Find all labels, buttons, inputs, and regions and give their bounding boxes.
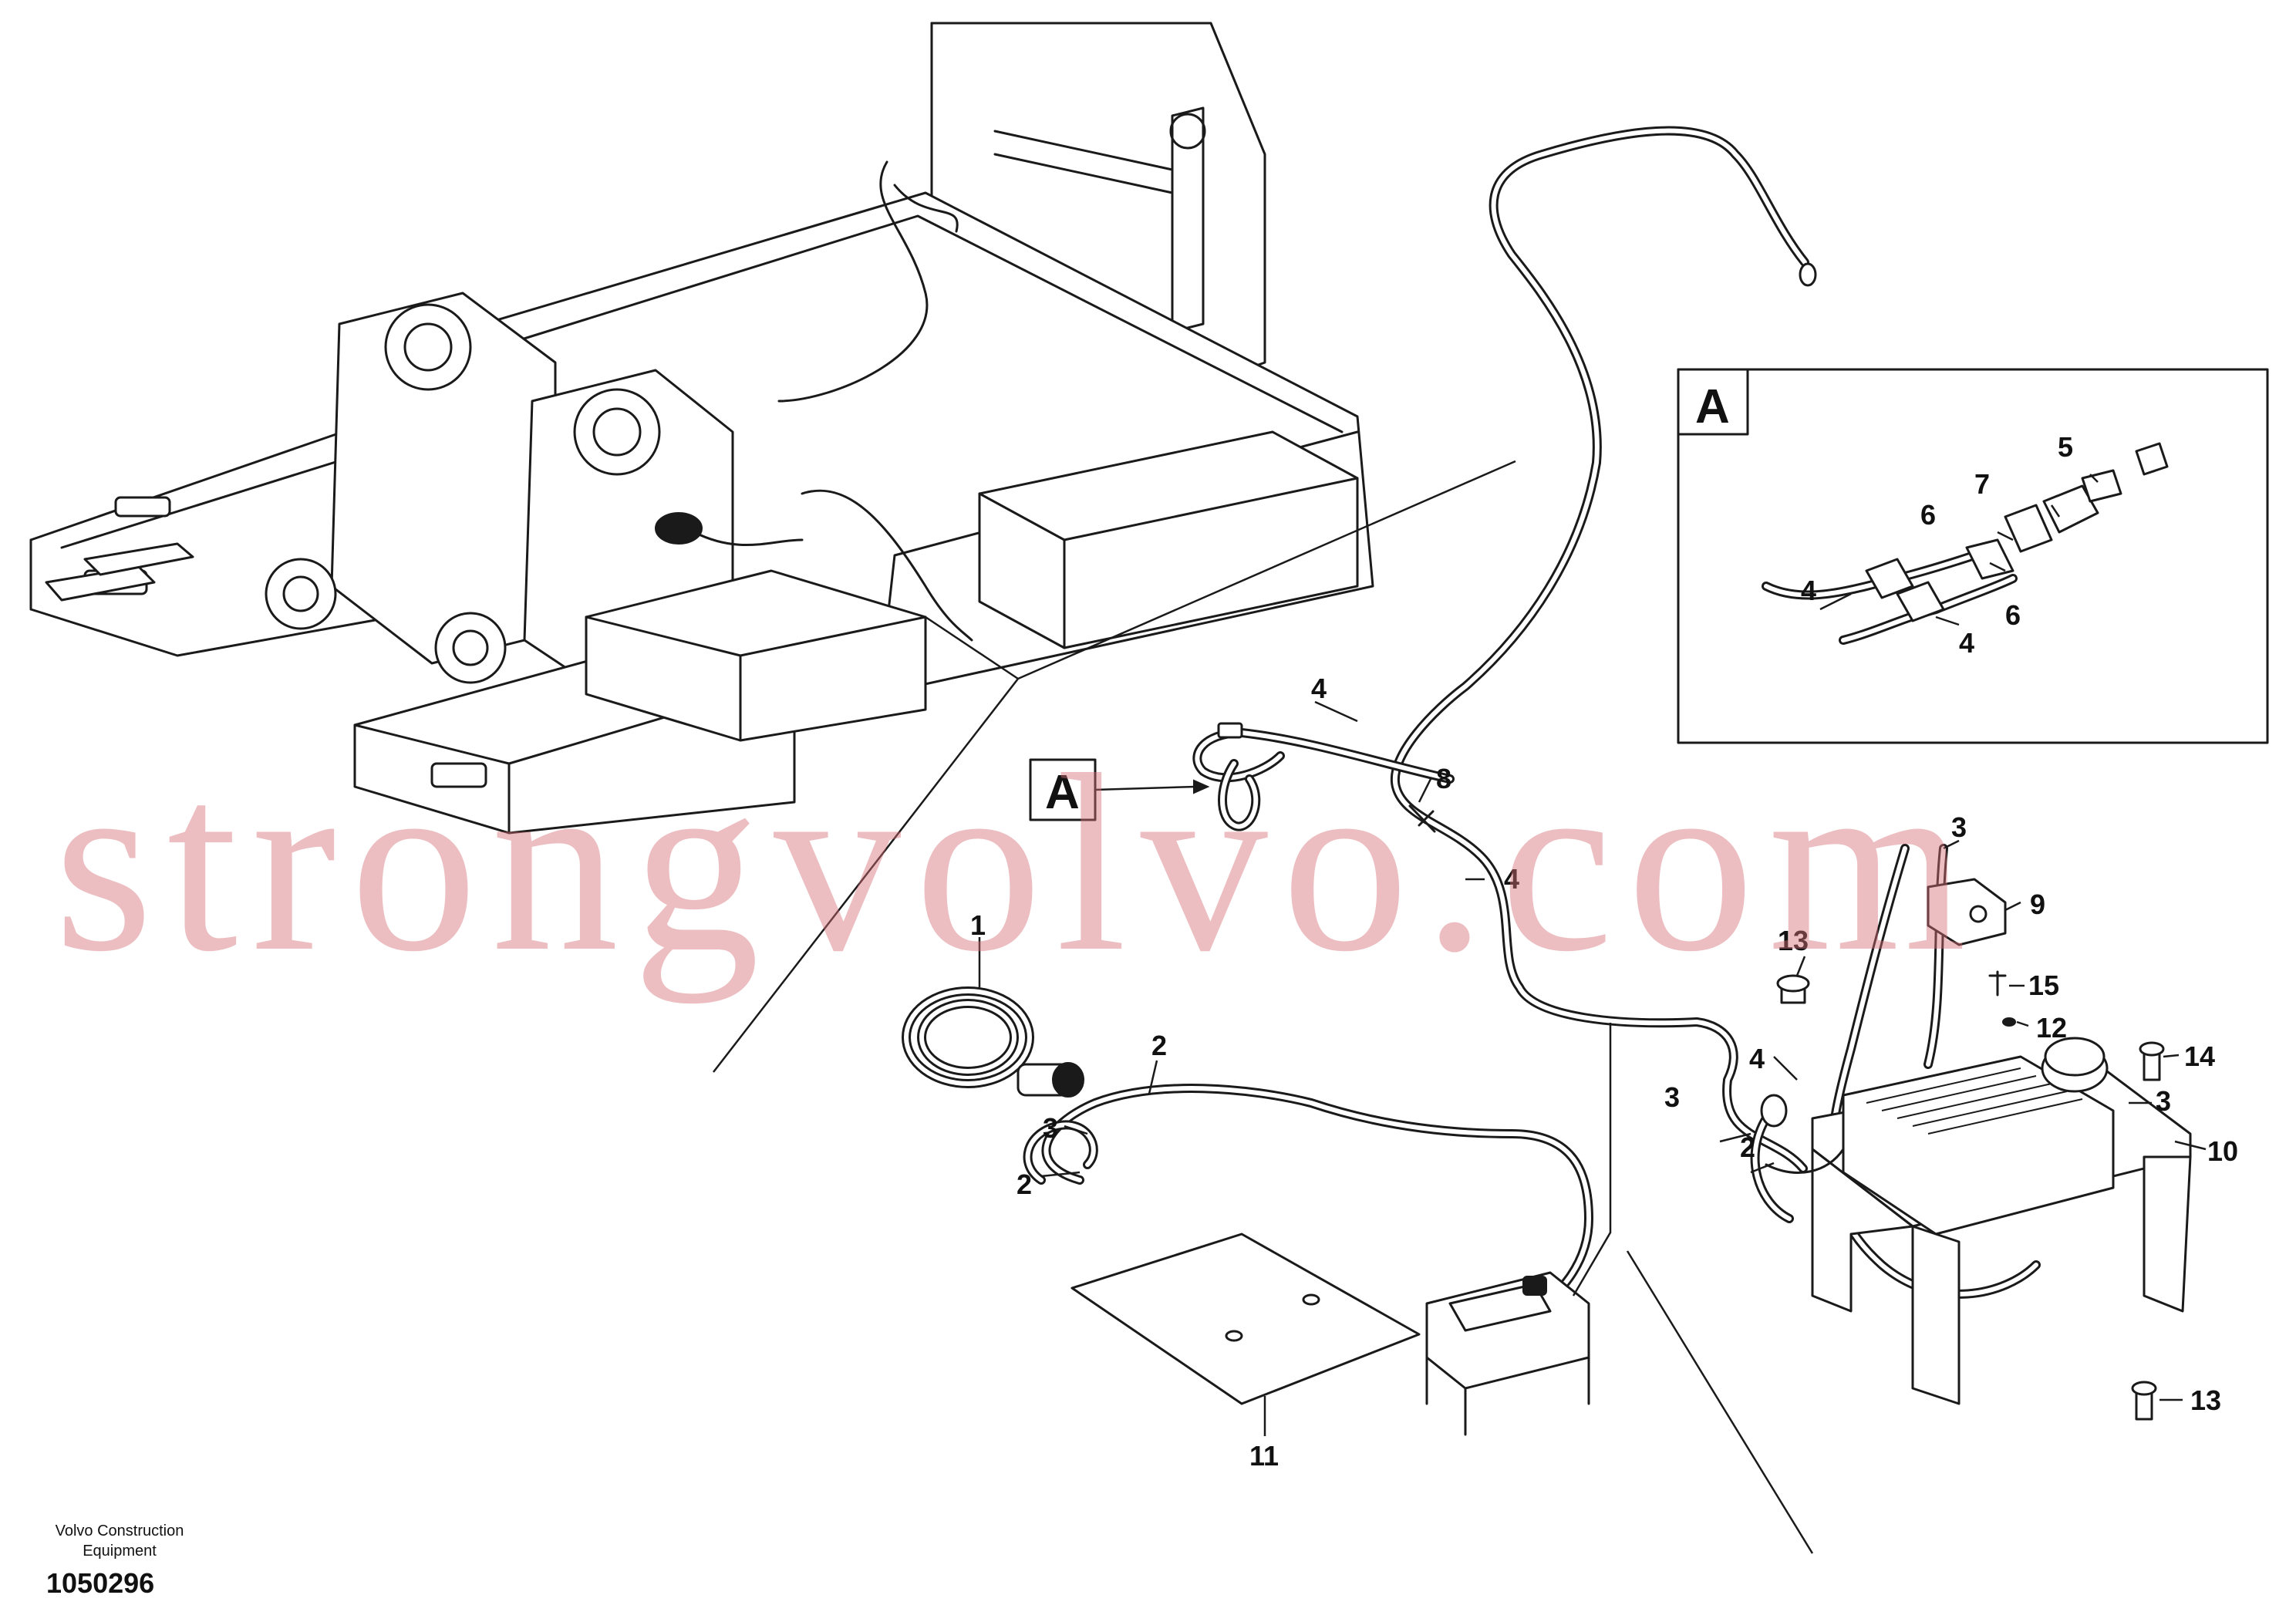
harness-cable-4	[1390, 126, 1817, 1173]
callout-3: 3	[2156, 1085, 2171, 1117]
callout-2: 2	[1740, 1131, 1755, 1163]
callout-4: 4	[1311, 673, 1327, 704]
callout-6: 6	[2005, 599, 2021, 631]
callout-5: 5	[2058, 431, 2073, 463]
mounting-plate-11	[1070, 1233, 1421, 1405]
callout-8: 8	[1436, 763, 1451, 794]
callout-1: 1	[970, 909, 986, 941]
frame-leader-lines	[713, 460, 1516, 1073]
callout-15: 15	[2028, 969, 2059, 1001]
callout-13: 13	[1778, 925, 1809, 956]
detail-a-view	[1677, 368, 2269, 744]
callout-2: 2	[1017, 1168, 1032, 1200]
callout-4: 4	[1504, 863, 1519, 895]
callout-4: 4	[1749, 1043, 1765, 1074]
callout-10: 10	[2207, 1135, 2238, 1167]
callout-6: 6	[1920, 499, 1936, 531]
assembly-leader-lines	[1572, 1023, 1814, 1554]
cable-coil-1	[902, 986, 1084, 1098]
callout-9: 9	[2030, 889, 2045, 920]
callout-7: 7	[1974, 468, 1990, 500]
drawing-number: 1050296	[46, 1567, 155, 1599]
detail-a-label: A	[1695, 380, 1730, 433]
machine-frame	[29, 22, 1374, 835]
callout-4: 4	[1959, 627, 1974, 659]
harness-connector-a	[1192, 722, 1455, 831]
callout-11: 11	[1249, 1440, 1279, 1472]
callout-14: 14	[2184, 1040, 2215, 1072]
callout-2: 2	[1151, 1030, 1167, 1061]
isolator-assembly-large	[1750, 844, 2192, 1421]
cable-2-harness	[1023, 1084, 1593, 1324]
callout-3: 3	[1043, 1112, 1058, 1144]
company-name: Volvo Construction Equipment	[55, 1523, 184, 1560]
callout-12: 12	[2036, 1012, 2067, 1044]
callout-3: 3	[1951, 811, 1967, 843]
callout-4: 4	[1801, 575, 1816, 606]
callout-3: 3	[1664, 1081, 1680, 1113]
isolator-assembly-small	[1425, 1271, 1590, 1436]
cable-tie-8	[1408, 804, 1436, 833]
detail-a-callout-box	[1029, 758, 1210, 821]
callout-13: 13	[2190, 1384, 2221, 1416]
detail-a-callout-label: A	[1045, 766, 1080, 819]
callout-leaders	[978, 474, 2207, 1436]
